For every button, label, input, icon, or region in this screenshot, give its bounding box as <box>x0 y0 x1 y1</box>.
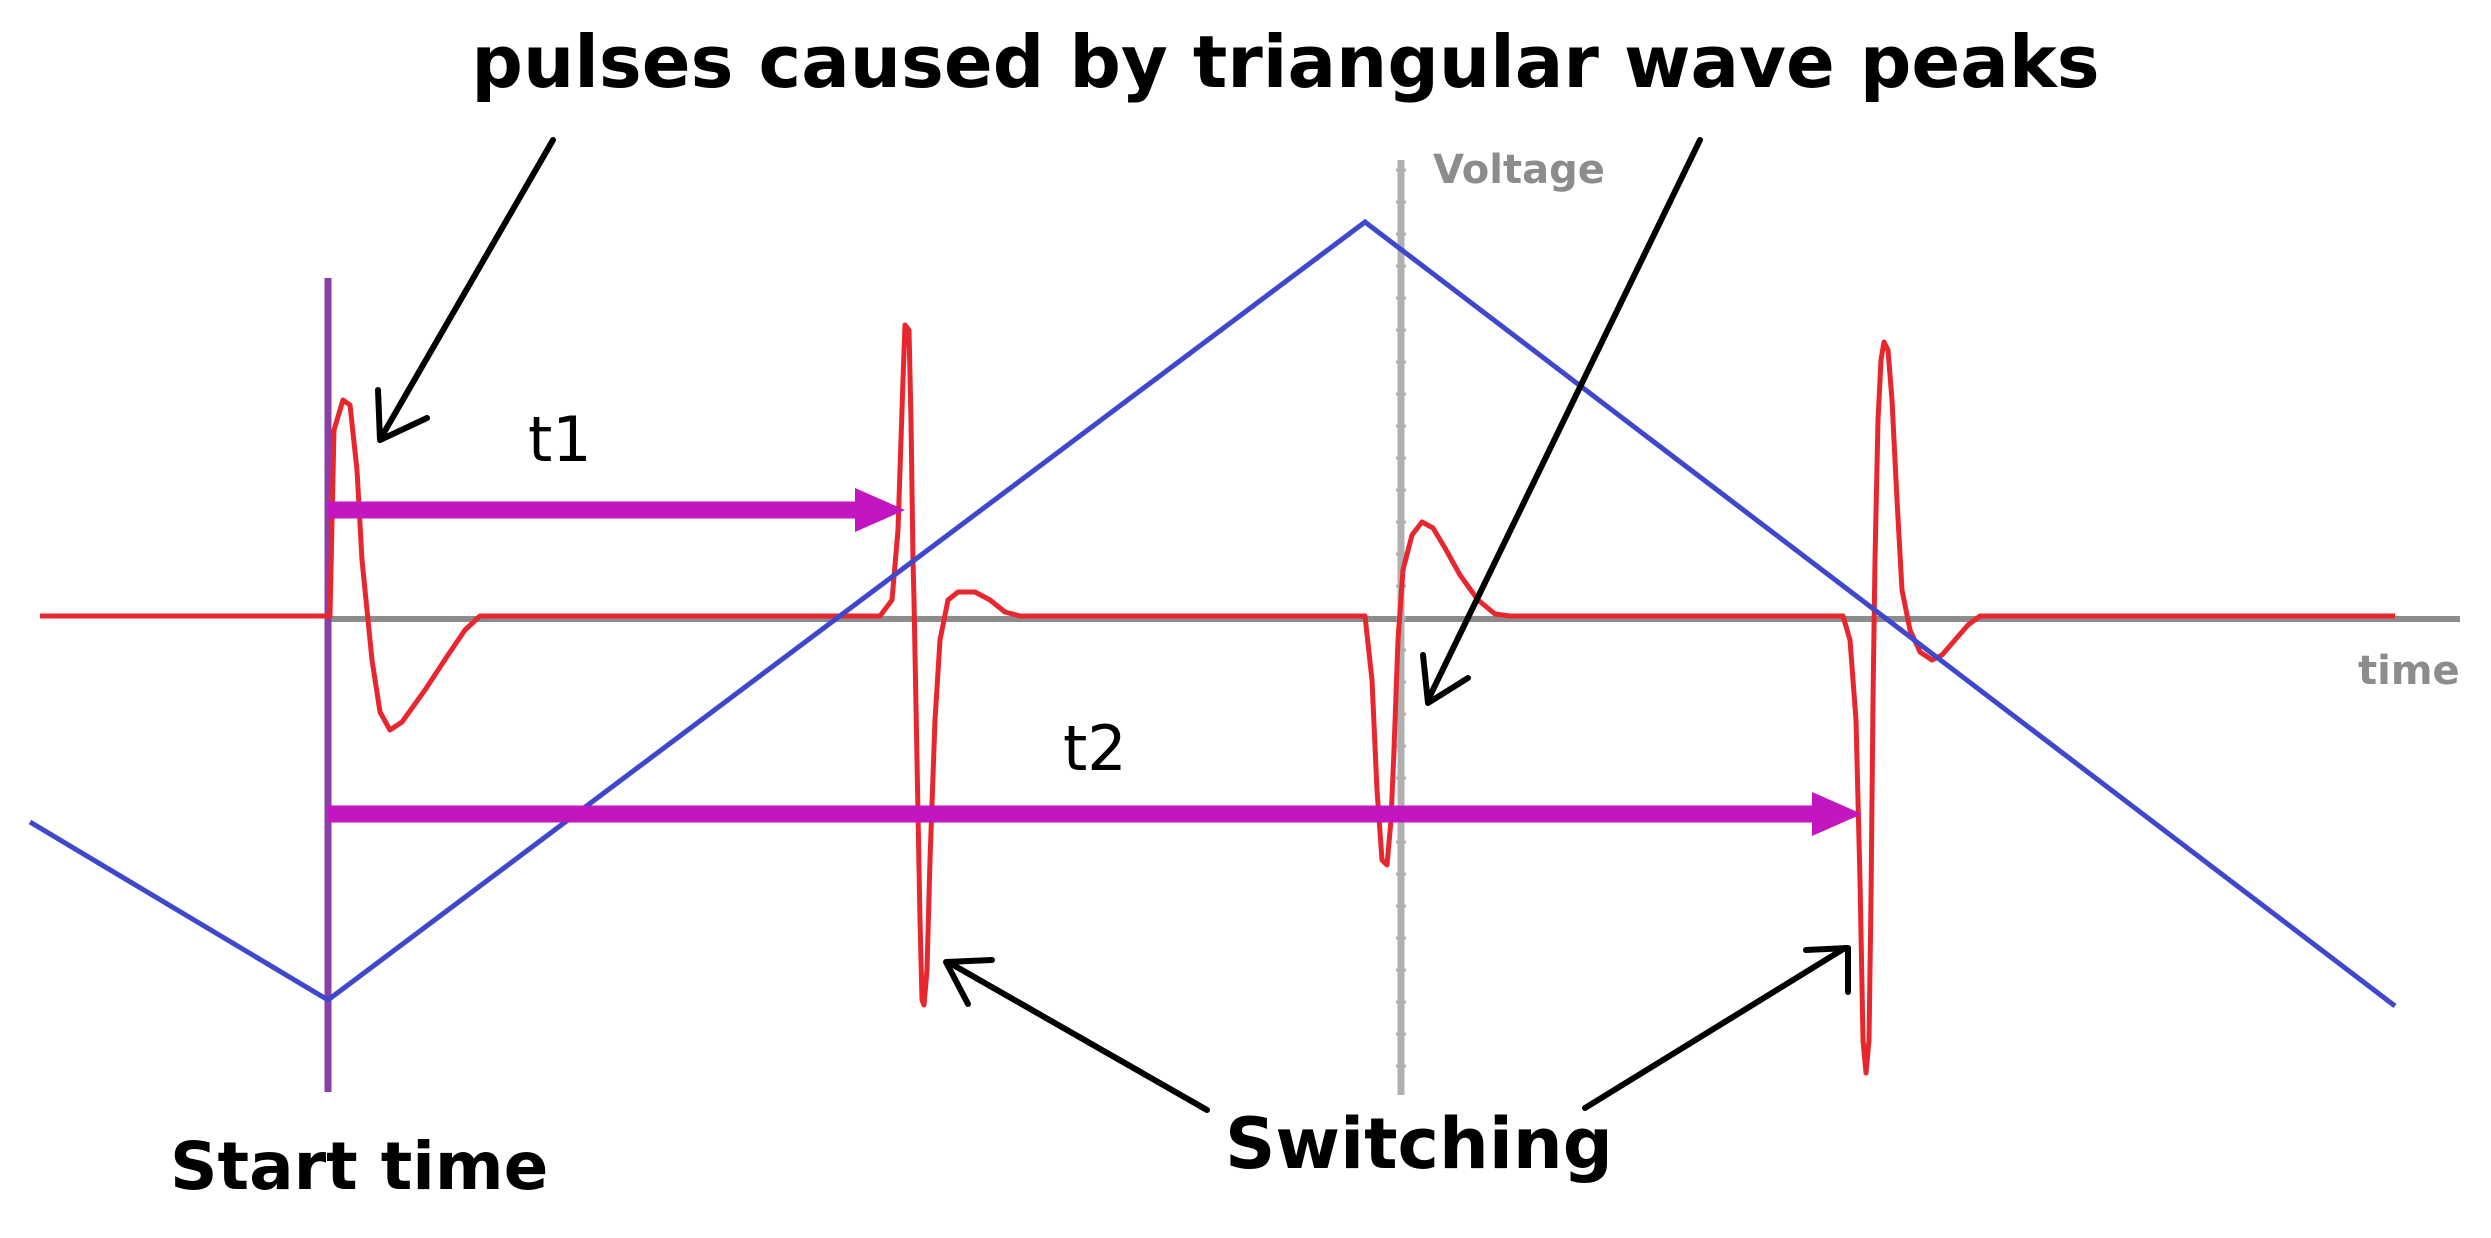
t1-interval-arrowhead <box>855 488 905 532</box>
t2-interval-arrowhead <box>1812 792 1862 836</box>
t2-label: t2 <box>1063 712 1127 785</box>
triangle-wave <box>28 218 2397 1008</box>
switching-label: Switching <box>1225 1103 1613 1185</box>
callout-arrow-first-pulse <box>379 137 556 439</box>
callout-arrowhead-center-pulse <box>1420 652 1471 706</box>
callout-arrow-switching-right <box>1582 945 1848 1111</box>
callout-arrowhead-first-pulse <box>375 387 430 443</box>
callout-arrowhead-switching-left <box>943 957 995 1007</box>
pulse-signal <box>40 322 2395 1076</box>
callout-arrowhead-switching-right <box>1803 945 1851 995</box>
voltage-axis-label: Voltage <box>1433 147 1605 193</box>
t1-label: t1 <box>528 403 592 476</box>
start-time-label: Start time <box>170 1128 549 1205</box>
diagram-title: pulses caused by triangular wave peaks <box>471 20 2100 104</box>
callout-arrows <box>375 137 1851 1113</box>
callout-arrow-switching-left <box>945 959 1210 1113</box>
time-axis-label: time <box>2358 648 2460 694</box>
callout-arrow-center-pulse <box>1425 137 1703 703</box>
